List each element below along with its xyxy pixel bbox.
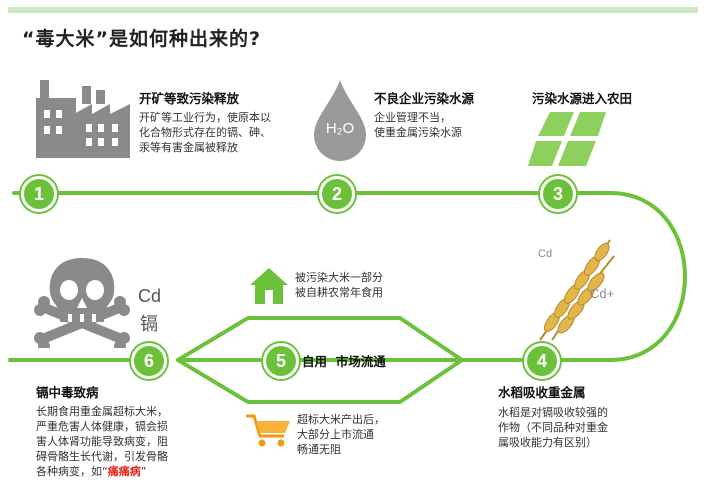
step-node-5: 5 — [263, 343, 299, 379]
step-node-1: 1 — [21, 176, 57, 212]
house-icon — [250, 268, 288, 304]
factory-icon — [36, 80, 130, 158]
disease-highlight: 痛痛病 — [107, 465, 141, 478]
step-node-3: 3 — [540, 176, 576, 212]
page-title: “毒大米”是如何种出来的? — [22, 28, 261, 50]
step-1-heading: 开矿等致污染释放 — [139, 91, 240, 106]
step-5-lower-text: 超标大米产出后， 大部分上市流通 畅通无阻 — [297, 413, 385, 456]
step-2-body: 企业管理不当， 使重金属污染水源 — [374, 111, 462, 139]
step-6-body: 长期食用重金属超标大米， 严重危害人体健康，镉会损 害人体肾功能导致病变，阻 碍… — [36, 404, 196, 479]
step-1-body: 开矿等工业行为，使原本以 化合物形式存在的镉、砷、 汞等有害金属被释放 — [139, 111, 271, 154]
shopping-cart-icon — [246, 414, 290, 447]
drop-label: H₂O — [325, 120, 355, 137]
cd-symbol: Cd — [138, 286, 162, 306]
wheat-icon — [539, 239, 615, 341]
skull-icon — [34, 258, 130, 348]
water-drop-icon — [314, 80, 366, 161]
step-node-4: 4 — [524, 343, 560, 379]
step-node-6: 6 — [131, 343, 167, 379]
route-right-loop — [608, 191, 687, 362]
step-node-2: 2 — [319, 176, 355, 212]
step-2-heading: 不良企业污染水源 — [374, 91, 475, 106]
step-5-heading: 自用 市场流通 — [302, 354, 386, 369]
cd-name: 镉 — [140, 314, 158, 335]
step-3-heading: 污染水源进入农田 — [532, 91, 633, 106]
step-6-heading: 镉中毒致病 — [36, 385, 99, 400]
step-4-body: 水稻是对镉吸收较强的 作物（不同品种对重金 属吸收能力有区别） — [498, 406, 608, 449]
farmland-icon — [528, 112, 606, 166]
step-5-upper-text: 被污染大米一部分 被自耕农常年食用 — [295, 271, 383, 299]
step-4-heading: 水稻吸收重金属 — [498, 385, 586, 400]
top-bar — [8, 7, 698, 13]
step-6-body-end: ” — [140, 465, 147, 478]
cd-plus-label: Cd+ — [590, 286, 615, 301]
step-6-body-text: 长期食用重金属超标大米， 严重危害人体健康，镉会损 害人体肾功能导致病变，阻 碍… — [36, 405, 168, 478]
cd-label-small: Cd — [538, 248, 553, 260]
